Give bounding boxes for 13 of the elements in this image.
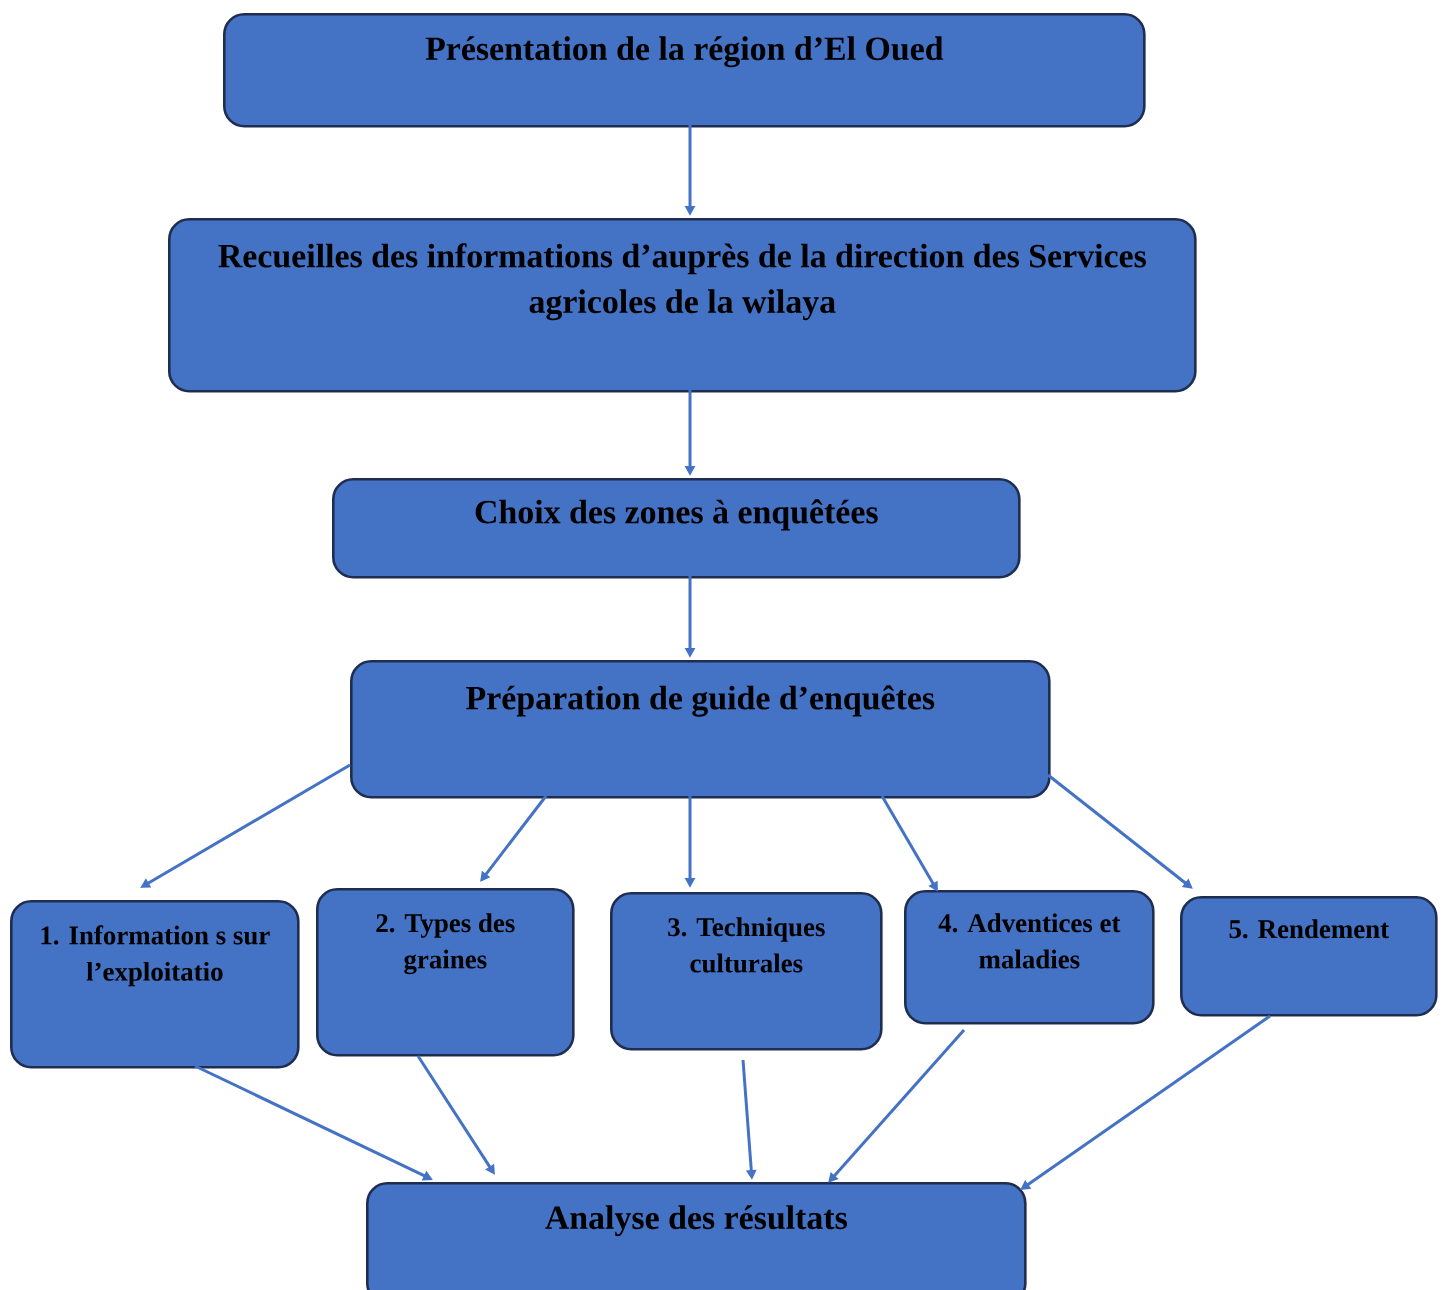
process-box: 4. Adventices et maladies <box>904 890 1155 1025</box>
arrow <box>1047 773 1193 889</box>
process-box: Présentation de la région d’El Oued <box>223 13 1146 128</box>
process-box: Analyse des résultats <box>366 1182 1027 1290</box>
process-box: Choix des zones à enquêtées <box>332 478 1021 579</box>
arrow <box>828 1029 966 1183</box>
process-box: 3. Techniques culturales <box>610 892 883 1051</box>
process-box: 1. Information s sur l’exploitatio <box>10 900 300 1069</box>
process-box: Préparation de guide d’enquêtes <box>350 660 1051 799</box>
process-box: 2. Types des graines <box>316 888 575 1057</box>
arrow <box>480 795 548 882</box>
process-box: Recueilles des informations d’auprès de la direction des Services agricoles de la wilaya <box>168 218 1197 393</box>
process-box: 5. Rendement <box>1180 896 1438 1017</box>
